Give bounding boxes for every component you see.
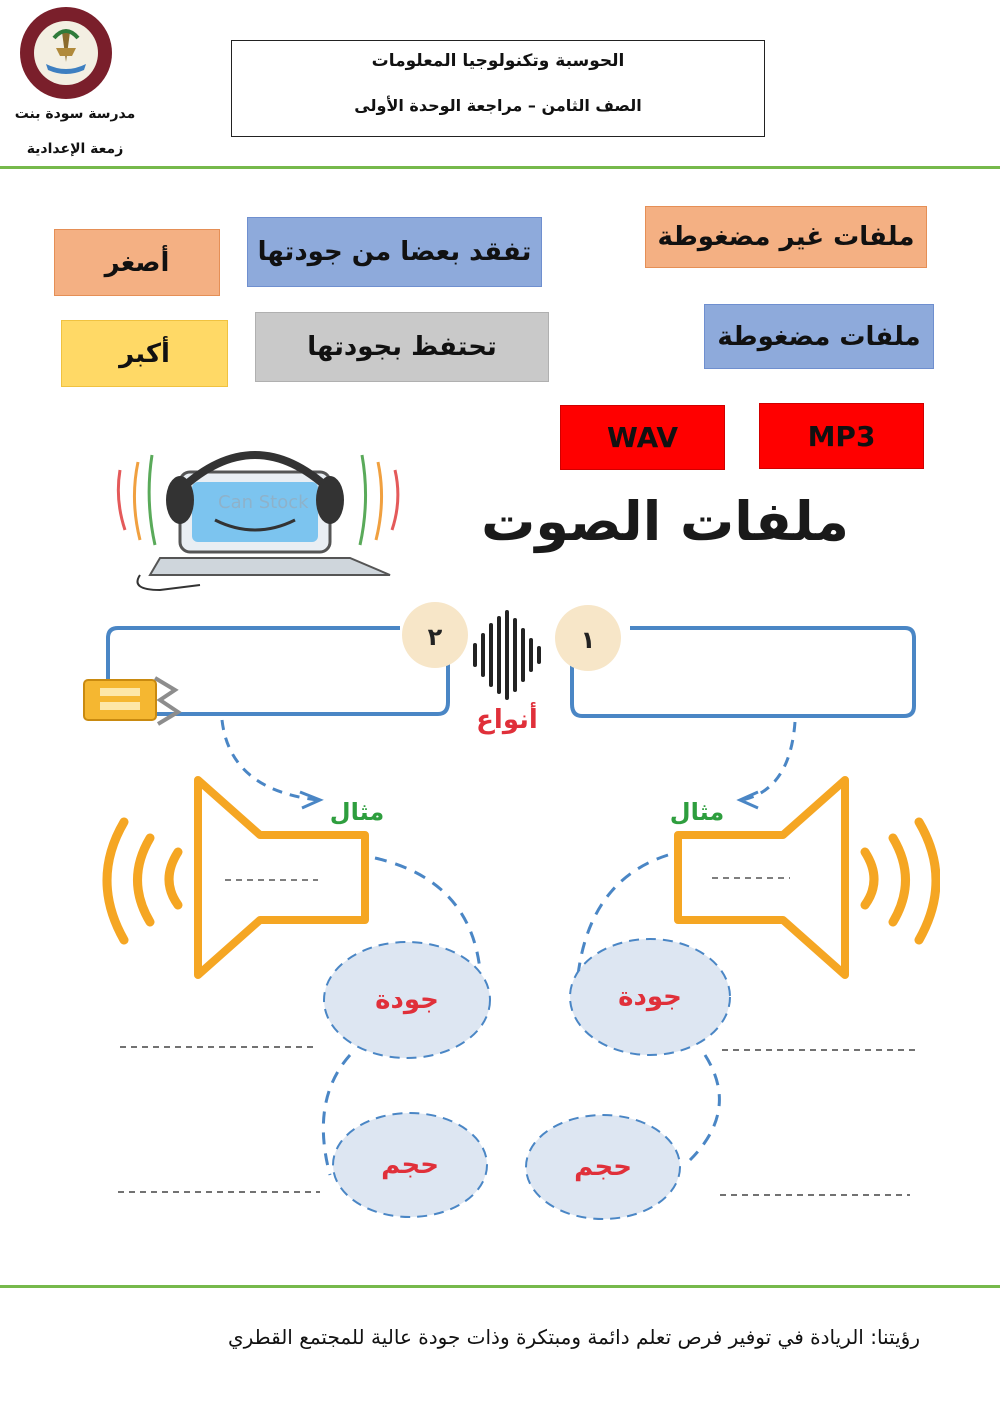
laptop-headphones-illustration: Can Stock — [116, 451, 400, 592]
audio-files-diagram: Can Stock ملفات الصوت ٢ ١ أنواع مثال مثا… — [83, 451, 940, 1220]
subject-title: الحوسبة وتكنولوجيا المعلومات — [371, 51, 625, 71]
type2-badge — [402, 602, 468, 668]
quality-bubble-left — [323, 941, 491, 1059]
quality-label-left: جودة — [375, 985, 439, 1015]
chip-compressed-files[interactable]: ملفات مضغوطة — [704, 304, 934, 369]
size-label-left: حجم — [381, 1150, 439, 1180]
speaker-left-icon — [102, 776, 369, 979]
top-divider — [0, 166, 1000, 169]
type1-answer-frame — [570, 626, 916, 718]
size-bubble-right — [525, 1114, 681, 1220]
qatar-emblem-logo — [14, 4, 118, 102]
school-name-line1: مدرسة سودة بنت — [14, 106, 136, 122]
chip-keeps-quality[interactable]: تحتفظ بجودتها — [255, 312, 549, 382]
zip-archive-icon — [83, 676, 182, 726]
type1-badge — [555, 605, 621, 671]
type2-number: ٢ — [428, 623, 443, 651]
types-label: أنواع — [476, 702, 538, 735]
school-name-line2: زمعة الإعدادية — [26, 141, 124, 157]
example-label-left: مثال — [330, 798, 385, 826]
quality-label-right: جودة — [618, 982, 682, 1012]
soundwave-icon — [473, 610, 541, 700]
vision-statement: رؤيتنا: الريادة في توفير فرص تعلم دائمة … — [227, 1325, 920, 1349]
chip-smaller[interactable]: أصغر — [54, 229, 220, 296]
type1-drop-zone[interactable] — [580, 640, 906, 708]
size-bubble-left — [332, 1112, 488, 1218]
header-box: الحوسبة وتكنولوجيا المعلومات الصف الثامن… — [231, 40, 765, 137]
quality-bubble-right — [569, 938, 731, 1056]
type1-number: ١ — [581, 626, 596, 654]
chip-wav[interactable]: WAV — [560, 405, 725, 470]
audio-files-title: ملفات الصوت — [481, 490, 849, 553]
chip-larger[interactable]: أكبر — [61, 320, 228, 387]
type2-drop-zone[interactable] — [120, 640, 440, 706]
grade-review-title: الصف الثامن – مراجعة الوحدة الأولى — [354, 96, 642, 115]
example-label-right: مثال — [670, 798, 725, 826]
size-label-right: حجم — [574, 1152, 632, 1182]
chip-uncompressed-files[interactable]: ملفات غير مضغوطة — [645, 206, 927, 268]
speaker-right-icon — [674, 776, 940, 979]
chip-mp3[interactable]: MP3 — [759, 403, 924, 469]
bottom-divider — [0, 1285, 1000, 1288]
canstock-watermark: Can Stock — [218, 492, 309, 513]
chip-loses-quality[interactable]: تفقد بعضا من جودتها — [247, 217, 542, 287]
